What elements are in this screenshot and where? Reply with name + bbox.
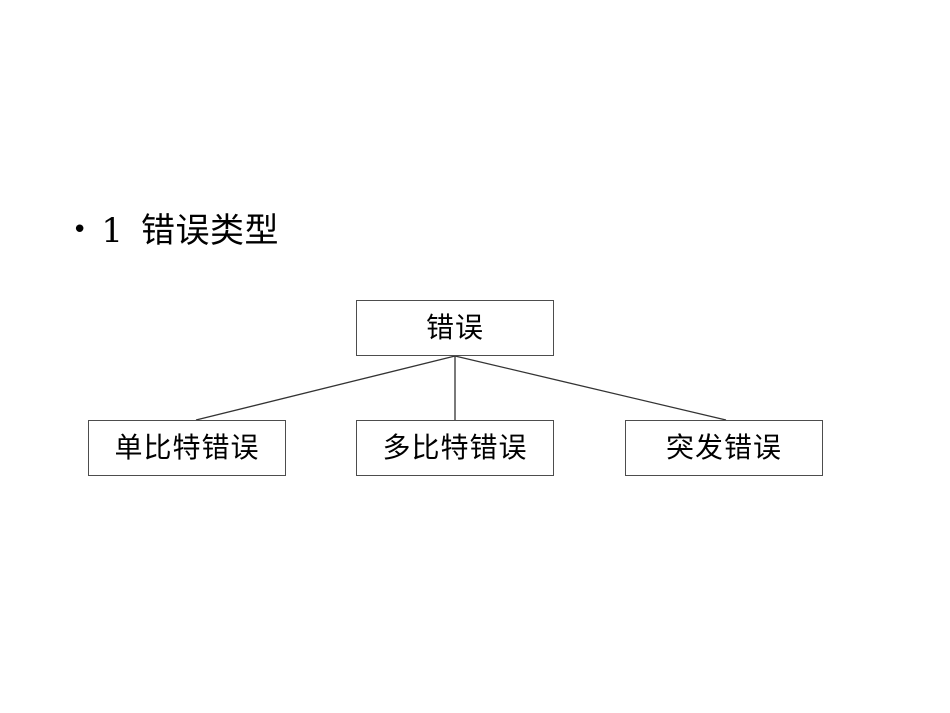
slide-title-bullet-row: • 1 错误类型 <box>72 210 279 253</box>
node-child-multi-bit-error[interactable]: 多比特错误 <box>356 420 554 476</box>
connector-root-to-child-2 <box>454 355 727 421</box>
page-title: 错误类型 <box>140 211 279 251</box>
node-child-single-bit-error[interactable]: 单比特错误 <box>88 420 286 476</box>
node-child-0-label: 单比特错误 <box>114 431 260 464</box>
title-index: 1 <box>101 211 123 251</box>
bullet-icon: • <box>72 215 88 245</box>
node-root[interactable]: 错误 <box>356 300 554 356</box>
node-child-2-label: 突发错误 <box>665 431 782 464</box>
node-child-1-label: 多比特错误 <box>382 431 528 464</box>
connector-root-to-child-0 <box>195 355 456 421</box>
node-child-burst-error[interactable]: 突发错误 <box>625 420 823 476</box>
node-root-label: 错误 <box>425 311 484 344</box>
